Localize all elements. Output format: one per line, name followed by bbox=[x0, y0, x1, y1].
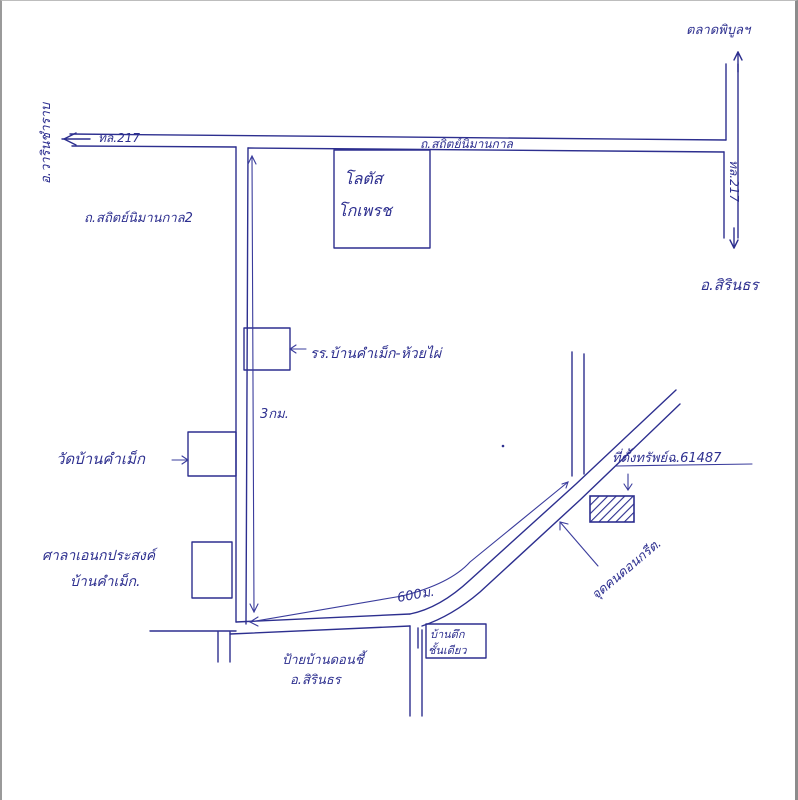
hall-label-line1: ศาลาเอนกประสงค์ bbox=[42, 547, 158, 564]
arrow-to-school-icon bbox=[289, 344, 307, 354]
road-217-label: ทล.217 bbox=[98, 131, 140, 145]
arrow-up-icon bbox=[733, 51, 743, 73]
measure-3km bbox=[247, 154, 259, 614]
lotus-building bbox=[333, 149, 431, 249]
arrow-to-temple-icon bbox=[171, 455, 189, 465]
hall-building bbox=[191, 541, 233, 599]
market-label: ตลาดพิบูลฯ bbox=[686, 23, 752, 38]
arrow-left-icon bbox=[61, 132, 91, 146]
distance-600m-label: 600ม. bbox=[396, 585, 436, 606]
road-sathit-2 bbox=[235, 146, 249, 625]
property-label: ที่ตั้งทรัพย์ฉ.61487 bbox=[612, 448, 722, 466]
house-label-line2: ชั้นเดียว bbox=[428, 642, 467, 657]
property-plot bbox=[589, 495, 635, 523]
east-road-label: ทล.217 bbox=[727, 160, 741, 202]
hall-label-line2: บ้านคำเม็ก. bbox=[70, 573, 141, 590]
marker-label: จุดคนดอนกรีต. bbox=[588, 535, 664, 603]
bus-stop-label-line2: อ.สิรินธร bbox=[290, 673, 343, 688]
arrow-to-marker-icon bbox=[559, 521, 599, 567]
sathit-road-2-label: ถ.สถิตย์นิมานกาล2 bbox=[84, 210, 193, 226]
arrow-down-icon bbox=[729, 227, 739, 249]
bus-stop-label-line1: ป้ายบ้านดอนชี้ bbox=[282, 650, 368, 668]
school-label: รร.บ้านคำเม็ก-ห้วยไผ่ bbox=[310, 345, 443, 362]
road-217-east bbox=[723, 63, 739, 239]
lane-to-property bbox=[571, 351, 585, 477]
road-bottom bbox=[149, 613, 411, 663]
lotus-label-line2: โกเพรช bbox=[338, 201, 394, 220]
temple-building bbox=[187, 431, 237, 477]
arrow-to-property-icon bbox=[623, 473, 633, 491]
ink-dot bbox=[501, 444, 505, 448]
house-label-line1: บ้านตึก bbox=[430, 628, 466, 641]
temple-label: วัดบ้านคำเม็ก bbox=[56, 450, 146, 468]
lane-bottom bbox=[409, 625, 423, 717]
house-building bbox=[425, 623, 487, 659]
property-label-underline bbox=[615, 463, 753, 467]
road-217-top bbox=[69, 133, 727, 153]
to-warin-label: อ.วารินชำราบ bbox=[39, 101, 54, 184]
distance-3km-label: 3กม. bbox=[260, 407, 289, 422]
road-diagonal bbox=[409, 389, 681, 627]
school-building bbox=[243, 327, 291, 371]
sathit-road-label: ถ.สถิตย์นิมานกาล bbox=[420, 137, 514, 151]
to-sirindhorn-label: อ.สิรินธร bbox=[700, 276, 760, 294]
lotus-label-line1: โลตัส bbox=[344, 169, 385, 188]
measure-600m bbox=[248, 481, 569, 627]
